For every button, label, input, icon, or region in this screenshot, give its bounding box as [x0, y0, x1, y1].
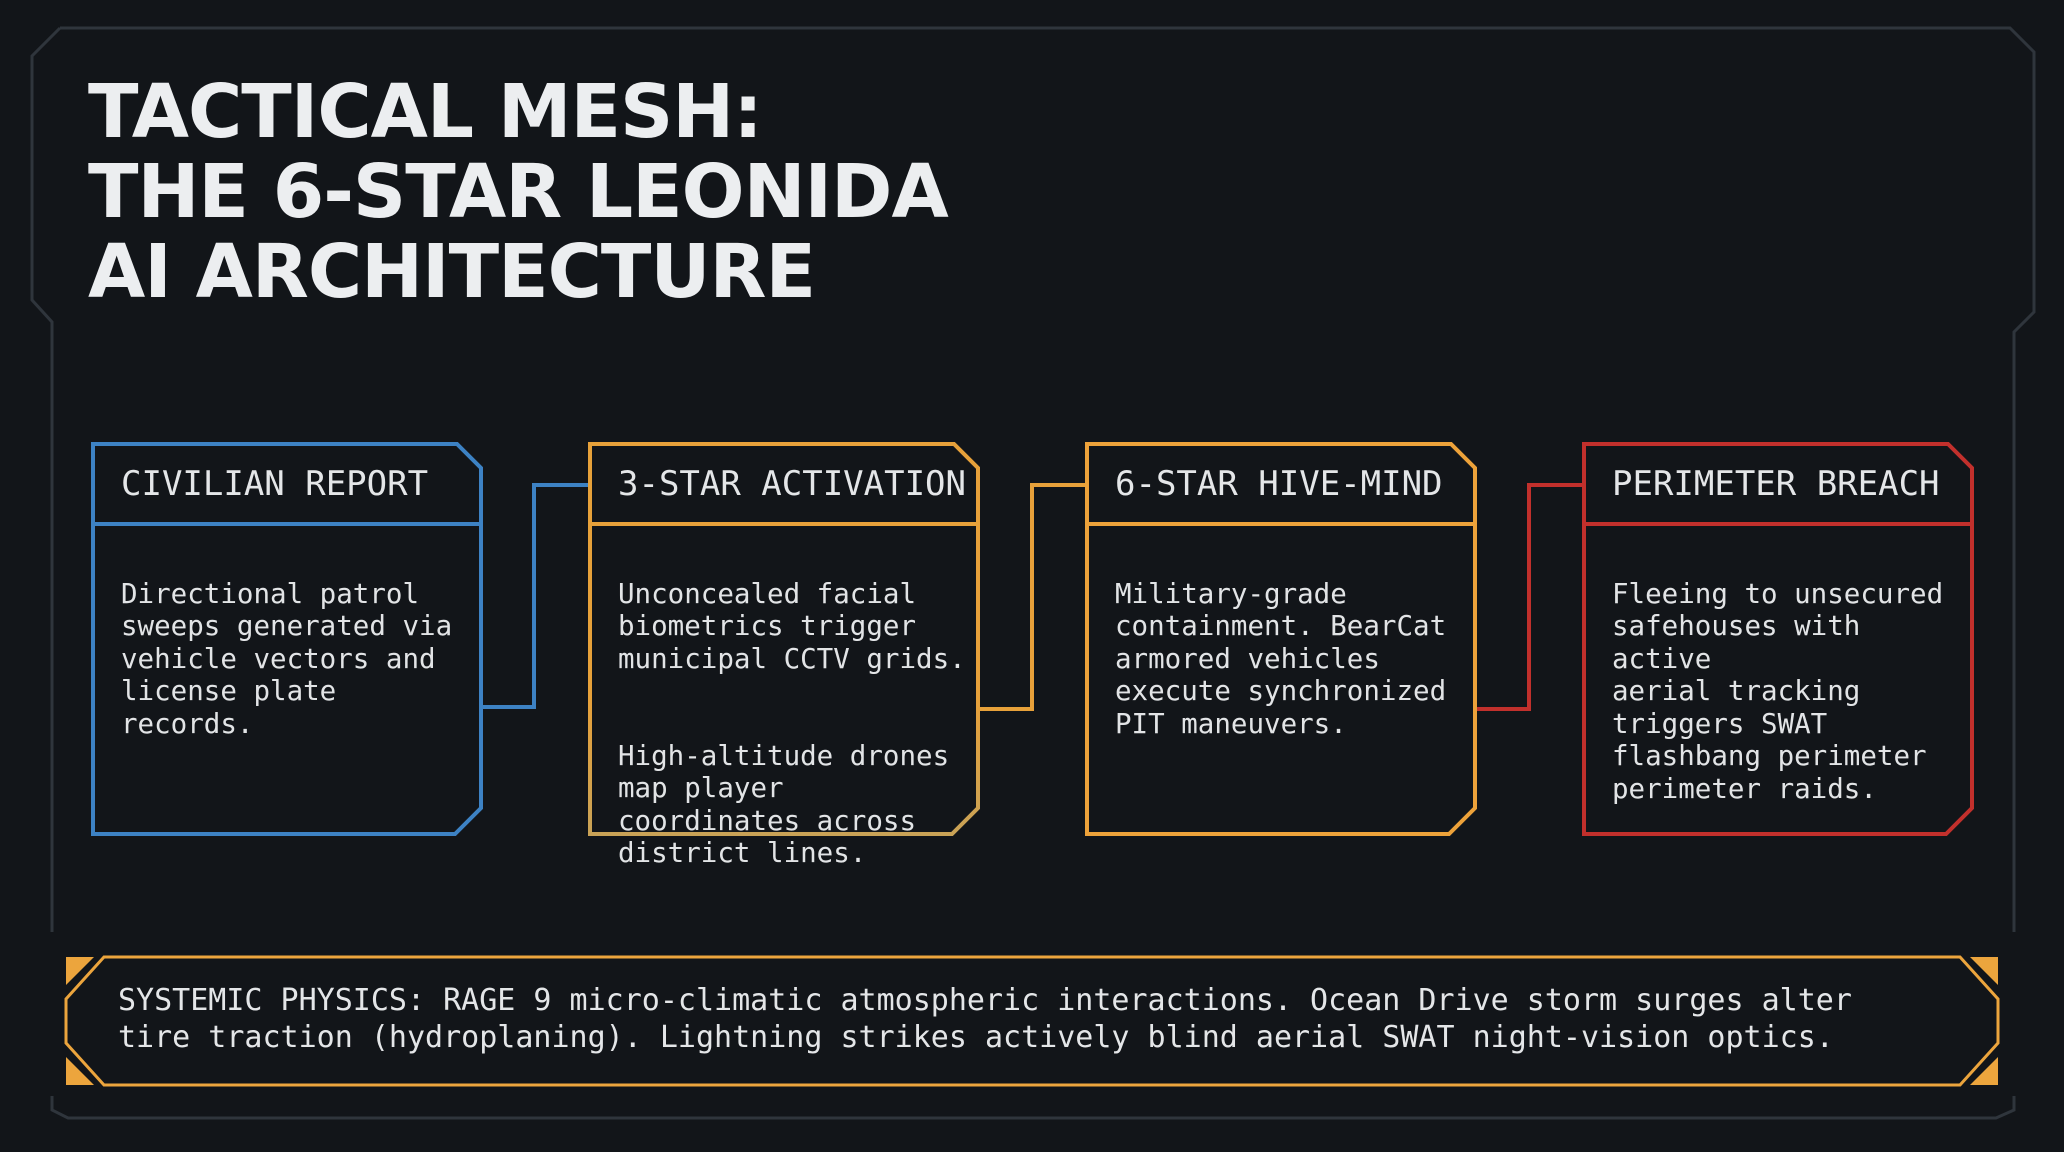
card-outline: [588, 442, 980, 836]
systemic-physics-text: SYSTEMIC PHYSICS: RAGE 9 micro-climatic …: [118, 983, 1852, 1055]
stage-label: 3-STAR ACTIVATION: [618, 464, 966, 504]
stage-card-civilian-report: CIVILIAN REPORT Directional patrol sweep…: [91, 442, 483, 836]
stage-paragraph: High-altitude drones map player coordina…: [618, 739, 950, 870]
banner-corner-top-left: [66, 957, 94, 985]
card-outline: [91, 442, 483, 836]
page-title: TACTICAL MESH: THE 6-STAR LEONIDA AI ARC…: [88, 69, 949, 315]
title-line-1: TACTICAL MESH:: [88, 69, 763, 155]
stage-description: Directional patrol sweeps generated via …: [121, 545, 471, 805]
connector-civilian-to-activation: [482, 483, 591, 709]
banner-corner-bottom-left: [66, 1057, 94, 1085]
stage-paragraph: Military-grade containment. BearCat armo…: [1115, 577, 1447, 740]
banner-corner-bottom-right: [1970, 1057, 1998, 1085]
stage-label: 6-STAR HIVE-MIND: [1115, 464, 1443, 504]
stage-label: CIVILIAN REPORT: [121, 464, 429, 504]
stage-card-perimeter-breach: PERIMETER BREACH Fleeing to unsecured sa…: [1582, 442, 1974, 836]
stage-description: Unconcealed facial biometrics trigger mu…: [618, 545, 968, 934]
stage-card-3-star-activation: 3-STAR ACTIVATION Unconcealed facial bio…: [588, 442, 980, 869]
connector-activation-to-hive-mind: [979, 483, 1087, 711]
stage-paragraph: Fleeing to unsecured safehouses with act…: [1612, 577, 1944, 805]
stage-paragraph: Unconcealed facial biometrics trigger mu…: [618, 577, 966, 675]
card-outline: [1582, 442, 1974, 836]
stage-description: Military-grade containment. BearCat armo…: [1115, 545, 1465, 805]
stage-paragraph: Directional patrol sweeps generated via …: [121, 577, 453, 740]
stage-card-6-star-hive-mind: 6-STAR HIVE-MIND Military-grade containm…: [1085, 442, 1477, 836]
banner-outline: [64, 955, 2000, 1087]
banner-corner-top-right: [1970, 957, 1998, 985]
systemic-physics-banner: SYSTEMIC PHYSICS: RAGE 9 micro-climatic …: [60, 953, 2004, 1089]
connector-hive-mind-to-breach: [1476, 483, 1584, 711]
title-line-2: THE 6-STAR LEONIDA: [88, 149, 949, 235]
stage-label: PERIMETER BREACH: [1612, 464, 1940, 504]
title-line-3: AI ARCHITECTURE: [88, 229, 816, 315]
card-outline: [1085, 442, 1477, 836]
stage-description: Fleeing to unsecured safehouses with act…: [1612, 545, 1962, 870]
